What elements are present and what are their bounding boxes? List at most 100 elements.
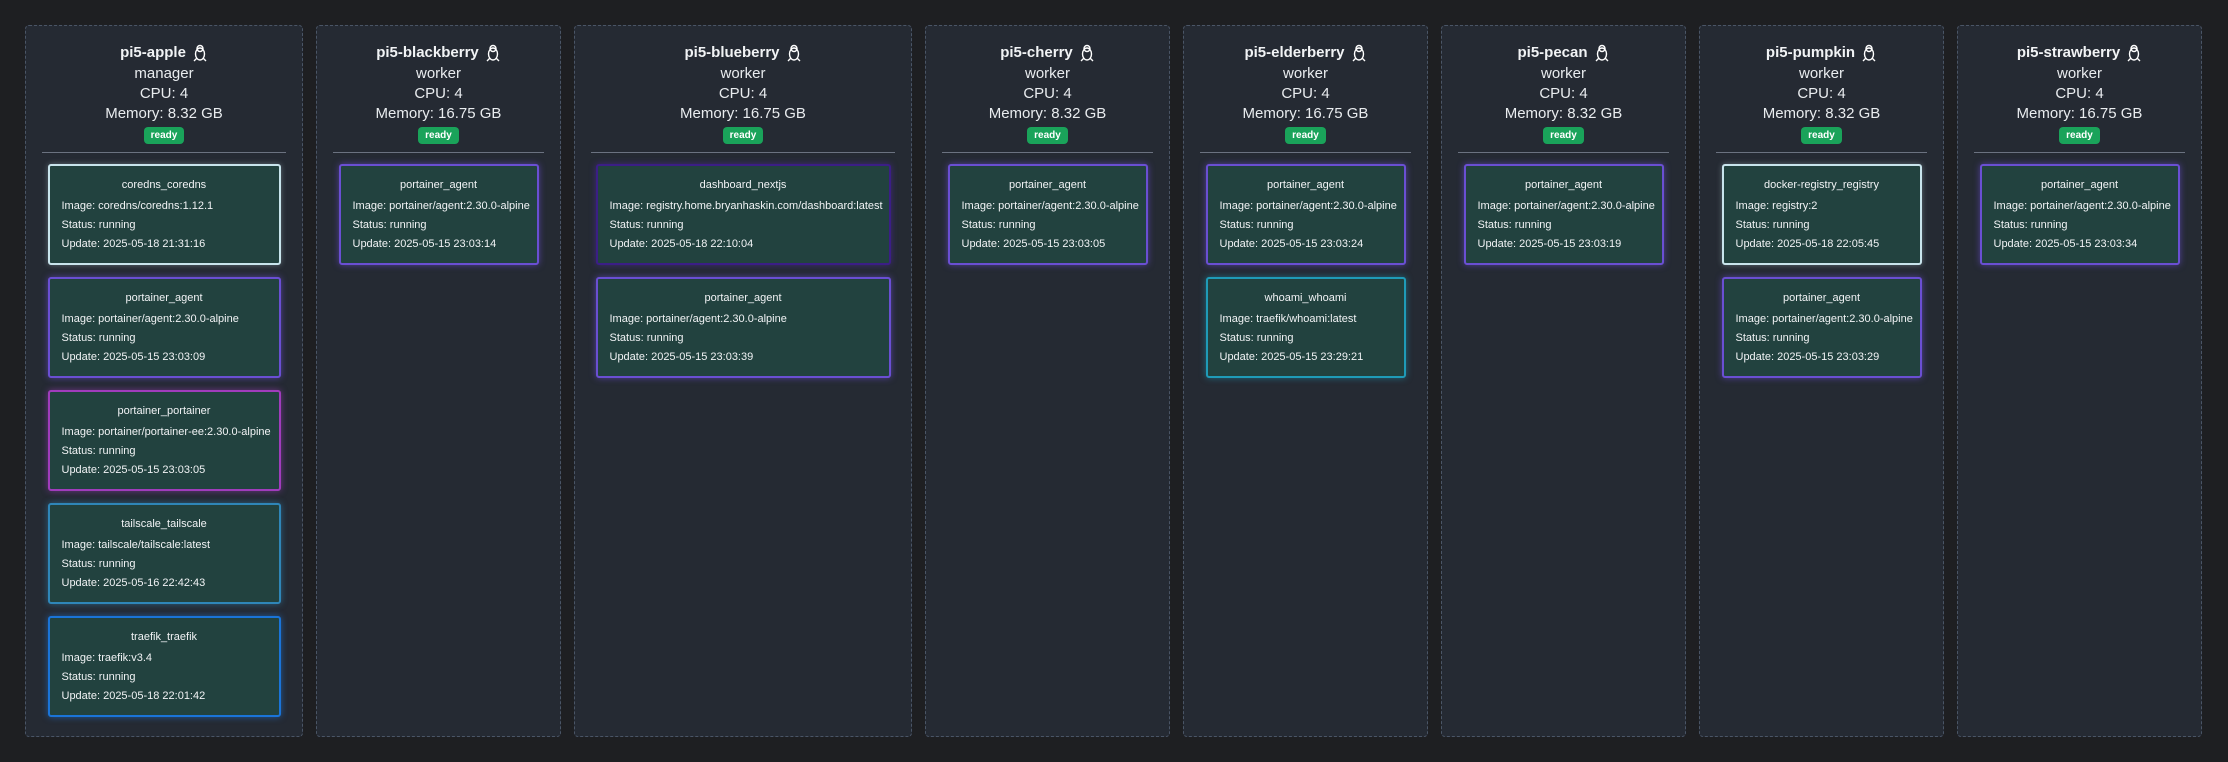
- linux-icon: [1594, 44, 1610, 62]
- node-role: manager: [134, 65, 194, 82]
- divider: [1974, 152, 2185, 153]
- node-name: pi5-pumpkin: [1765, 44, 1856, 61]
- node-name: pi5-elderberry: [1244, 44, 1345, 61]
- node-header: pi5-cherry worker CPU: 4 Memory: 8.32 GB…: [926, 26, 1169, 144]
- task-card[interactable]: portainer_agent Image: portainer/agent:2…: [595, 277, 891, 378]
- task-image: Image: portainer/agent:2.30.0-alpine: [61, 313, 239, 325]
- node-card-pi5-cherry: pi5-cherry worker CPU: 4 Memory: 8.32 GB…: [925, 25, 1170, 737]
- task-card[interactable]: portainer_portainer Image: portainer/por…: [47, 390, 281, 491]
- task-list: dashboard_nextjs Image: registry.home.br…: [575, 153, 911, 378]
- task-status: Status: running: [61, 558, 136, 570]
- task-status: Status: running: [1219, 219, 1294, 231]
- task-status: Status: running: [61, 445, 136, 457]
- node-cpu: CPU: 4: [414, 85, 463, 102]
- task-update: Update: 2025-05-18 22:05:45: [1735, 238, 1880, 250]
- task-card[interactable]: portainer_agent Image: portainer/agent:2…: [947, 164, 1148, 265]
- divider: [1716, 152, 1927, 153]
- node-card-pi5-apple: pi5-apple manager CPU: 4 Memory: 8.32 GB…: [25, 25, 303, 737]
- task-update: Update: 2025-05-15 23:03:05: [961, 238, 1106, 250]
- node-role: worker: [415, 65, 461, 82]
- node-header: pi5-pecan worker CPU: 4 Memory: 8.32 GB …: [1442, 26, 1685, 144]
- status-badge: ready: [1543, 127, 1584, 144]
- task-update: Update: 2025-05-15 23:03:05: [61, 464, 206, 476]
- task-name: portainer_agent: [1524, 179, 1603, 191]
- node-role: worker: [720, 65, 766, 82]
- node-name: pi5-cherry: [1000, 44, 1073, 61]
- node-card-pi5-blackberry: pi5-blackberry worker CPU: 4 Memory: 16.…: [316, 25, 561, 737]
- task-status: Status: running: [61, 671, 136, 683]
- node-memory: Memory: 16.75 GB: [2016, 105, 2143, 122]
- task-image: Image: portainer/agent:2.30.0-alpine: [1735, 313, 1913, 325]
- task-status: Status: running: [61, 332, 136, 344]
- task-name: coredns_coredns: [121, 179, 207, 191]
- task-image: Image: portainer/agent:2.30.0-alpine: [1219, 200, 1397, 212]
- node-name: pi5-apple: [120, 44, 186, 61]
- status-badge: ready: [143, 127, 185, 144]
- node-card-pi5-elderberry: pi5-elderberry worker CPU: 4 Memory: 16.…: [1183, 25, 1428, 737]
- task-card[interactable]: coredns_coredns Image: coredns/coredns:1…: [47, 164, 281, 265]
- node-header: pi5-strawberry worker CPU: 4 Memory: 16.…: [1958, 26, 2201, 144]
- node-card-pi5-blueberry: pi5-blueberry worker CPU: 4 Memory: 16.7…: [574, 25, 912, 737]
- task-card[interactable]: docker-registry_registry Image: registry…: [1721, 164, 1922, 265]
- node-memory: Memory: 8.32 GB: [1504, 105, 1623, 122]
- linux-icon: [1351, 44, 1367, 62]
- status-badge: ready: [1285, 127, 1326, 144]
- task-card[interactable]: dashboard_nextjs Image: registry.home.br…: [595, 164, 891, 265]
- divider: [942, 152, 1153, 153]
- task-status: Status: running: [1477, 219, 1552, 231]
- node-cpu: CPU: 4: [1281, 85, 1330, 102]
- task-status: Status: running: [1219, 332, 1294, 344]
- task-card[interactable]: portainer_agent Image: portainer/agent:2…: [47, 277, 281, 378]
- task-card[interactable]: traefik_traefik Image: traefik:v3.4 Stat…: [47, 616, 281, 717]
- node-cpu: CPU: 4: [1023, 85, 1072, 102]
- linux-icon: [192, 44, 208, 62]
- task-card[interactable]: whoami_whoami Image: traefik/whoami:late…: [1205, 277, 1406, 378]
- node-name: pi5-strawberry: [2016, 44, 2121, 61]
- node-memory: Memory: 16.75 GB: [680, 105, 806, 122]
- linux-icon: [786, 44, 802, 62]
- divider: [591, 152, 895, 153]
- task-update: Update: 2025-05-15 23:03:14: [352, 238, 497, 250]
- task-update: Update: 2025-05-15 23:03:39: [609, 351, 754, 363]
- node-cpu: CPU: 4: [1797, 85, 1846, 102]
- task-card[interactable]: portainer_agent Image: portainer/agent:2…: [1979, 164, 2180, 265]
- node-card-pi5-strawberry: pi5-strawberry worker CPU: 4 Memory: 16.…: [1957, 25, 2202, 737]
- node-header: pi5-apple manager CPU: 4 Memory: 8.32 GB…: [26, 26, 302, 144]
- node-name: pi5-blackberry: [376, 44, 479, 61]
- node-header: pi5-pumpkin worker CPU: 4 Memory: 8.32 G…: [1700, 26, 1943, 144]
- task-update: Update: 2025-05-15 23:03:19: [1477, 238, 1622, 250]
- task-update: Update: 2025-05-15 23:03:24: [1219, 238, 1364, 250]
- task-image: Image: traefik:v3.4: [61, 652, 153, 664]
- task-status: Status: running: [961, 219, 1036, 231]
- task-status: Status: running: [352, 219, 427, 231]
- task-status: Status: running: [61, 219, 136, 231]
- task-card[interactable]: portainer_agent Image: portainer/agent:2…: [1205, 164, 1406, 265]
- node-memory: Memory: 8.32 GB: [105, 105, 223, 122]
- divider: [1200, 152, 1411, 153]
- task-list: docker-registry_registry Image: registry…: [1700, 153, 1943, 378]
- task-card[interactable]: tailscale_tailscale Image: tailscale/tai…: [47, 503, 281, 604]
- linux-icon: [1079, 44, 1095, 62]
- task-image: Image: registry.home.bryanhaskin.com/das…: [609, 200, 883, 212]
- node-header: pi5-elderberry worker CPU: 4 Memory: 16.…: [1184, 26, 1427, 144]
- divider: [1458, 152, 1669, 153]
- divider: [42, 152, 286, 153]
- node-memory: Memory: 8.32 GB: [1762, 105, 1881, 122]
- task-card[interactable]: portainer_agent Image: portainer/agent:2…: [1463, 164, 1664, 265]
- task-name: docker-registry_registry: [1764, 179, 1879, 191]
- node-header: pi5-blueberry worker CPU: 4 Memory: 16.7…: [575, 26, 911, 144]
- task-name: dashboard_nextjs: [699, 179, 787, 191]
- task-update: Update: 2025-05-18 22:01:42: [61, 690, 206, 702]
- node-memory: Memory: 8.32 GB: [988, 105, 1107, 122]
- node-cpu: CPU: 4: [718, 85, 768, 102]
- task-status: Status: running: [1993, 219, 2068, 231]
- node-memory: Memory: 16.75 GB: [375, 105, 502, 122]
- task-status: Status: running: [609, 332, 684, 344]
- node-cpu: CPU: 4: [139, 85, 189, 102]
- divider: [333, 152, 544, 153]
- task-image: Image: tailscale/tailscale:latest: [61, 539, 211, 551]
- task-name: portainer_portainer: [117, 405, 211, 417]
- task-card[interactable]: portainer_agent Image: portainer/agent:2…: [1721, 277, 1922, 378]
- task-card[interactable]: portainer_agent Image: portainer/agent:2…: [338, 164, 539, 265]
